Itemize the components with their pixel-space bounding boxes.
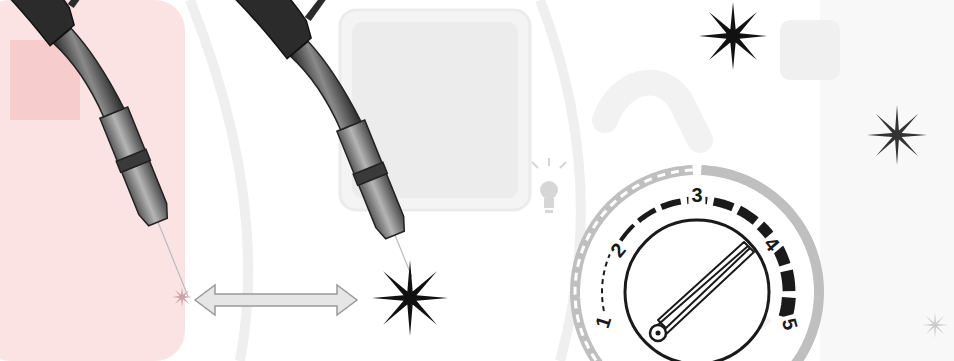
spark-star: [922, 312, 948, 338]
scale-mark: [639, 210, 656, 221]
scale-mark: [714, 202, 733, 208]
torch-neck: [51, 21, 124, 124]
bulb-rays: [532, 158, 566, 168]
scale-mark: [787, 271, 789, 291]
torch-handle: [197, 0, 317, 76]
spark-star: [372, 260, 448, 336]
welding-torch: [0, 0, 210, 326]
double-arrow: [195, 285, 357, 315]
spark-star: [867, 105, 927, 165]
welding-wire: [158, 222, 188, 296]
dial-number: 1: [588, 310, 618, 334]
background-panel: [780, 20, 840, 80]
scale-mark: [739, 210, 756, 221]
torch-handle: [0, 0, 80, 63]
bulb-icon: [540, 181, 558, 199]
bulb-icon: [532, 158, 566, 213]
torch-nozzle: [359, 174, 409, 241]
scale-mark: [621, 225, 634, 240]
torch-neck: [288, 34, 361, 137]
bulb-icon: [545, 210, 553, 213]
spark-star: [699, 2, 767, 70]
helmet-outline: [190, 0, 248, 361]
torch-trigger: [62, 0, 94, 9]
sensitivity-dial: [575, 170, 819, 361]
bulb-icon: [544, 198, 554, 208]
spark-star: [172, 287, 192, 307]
background-panel: [820, 0, 954, 361]
torch-nozzle: [122, 161, 172, 228]
pointer-pivot: [656, 331, 661, 336]
torch-trigger: [299, 0, 331, 22]
dial-number: 5: [775, 312, 805, 335]
scale-mark: [602, 252, 611, 320]
dial-knob: [625, 220, 769, 361]
spark-group: [172, 2, 948, 338]
helmet-window: [340, 10, 530, 210]
hand-shape: [605, 83, 700, 140]
scale-mark: [661, 201, 680, 207]
background-panel: [0, 0, 185, 361]
helmet-window: [352, 22, 518, 198]
dial-pointer: [652, 242, 754, 338]
torch-group: [0, 0, 434, 326]
dial-number: 2: [603, 235, 634, 265]
pointer-pivot: [650, 325, 666, 341]
welding-torch: [197, 0, 434, 307]
dial-number: 3: [688, 182, 705, 208]
